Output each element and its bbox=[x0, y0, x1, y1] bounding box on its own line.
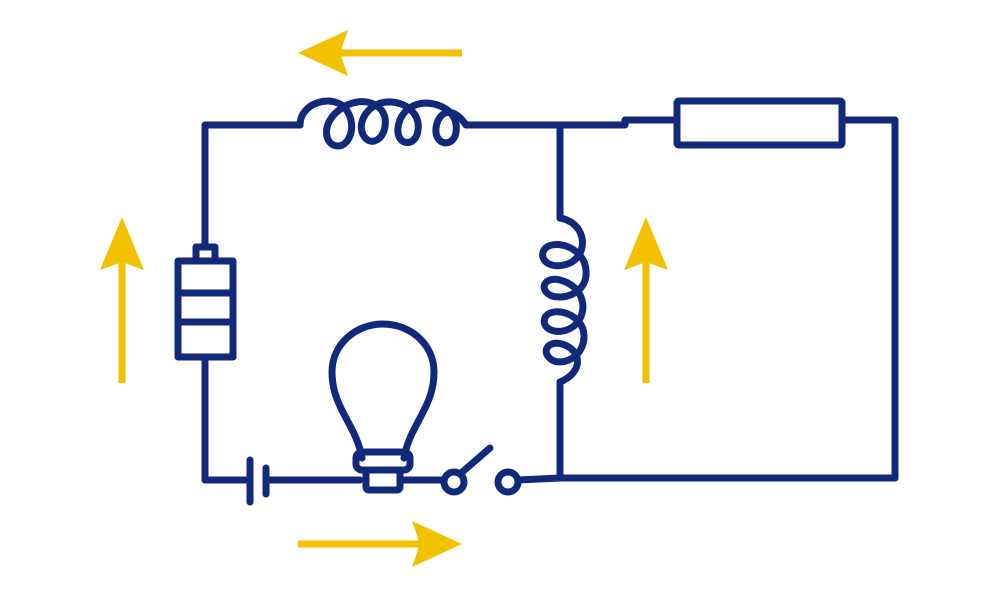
current-arrow-middle bbox=[624, 217, 668, 383]
inductor-icon bbox=[539, 214, 590, 386]
top-inductor-coil bbox=[296, 97, 470, 150]
resistor-icon bbox=[673, 97, 846, 149]
wire-from-resistor bbox=[838, 116, 899, 482]
arrow-up-icon bbox=[100, 217, 144, 270]
wire-top-left bbox=[201, 121, 304, 251]
wire-left-lower bbox=[201, 353, 254, 484]
battery-icon bbox=[246, 456, 270, 506]
bulb-glass bbox=[328, 320, 438, 462]
switch-terminal-left bbox=[440, 468, 468, 496]
cell-icon bbox=[174, 243, 237, 361]
arrow-up-icon bbox=[624, 217, 668, 270]
bulb-base bbox=[362, 466, 404, 494]
resistor-body bbox=[673, 97, 846, 149]
cell-body bbox=[174, 257, 237, 361]
current-arrow-top bbox=[298, 30, 462, 76]
wire-bottom-switch-node bbox=[514, 474, 564, 484]
switch-icon bbox=[440, 444, 522, 496]
arrow-left-icon bbox=[298, 30, 348, 76]
switch-lever bbox=[456, 444, 494, 478]
inductor-icon bbox=[296, 97, 470, 150]
arrow-right-icon bbox=[412, 521, 462, 567]
wire-to-resistor bbox=[556, 116, 681, 129]
current-arrow-left bbox=[100, 217, 144, 383]
switch-terminal-right bbox=[494, 468, 522, 496]
light-bulb-icon bbox=[328, 320, 438, 494]
current-arrow-bottom bbox=[298, 521, 462, 567]
circuit-wires bbox=[201, 116, 899, 484]
right-inductor-coil bbox=[539, 214, 590, 386]
